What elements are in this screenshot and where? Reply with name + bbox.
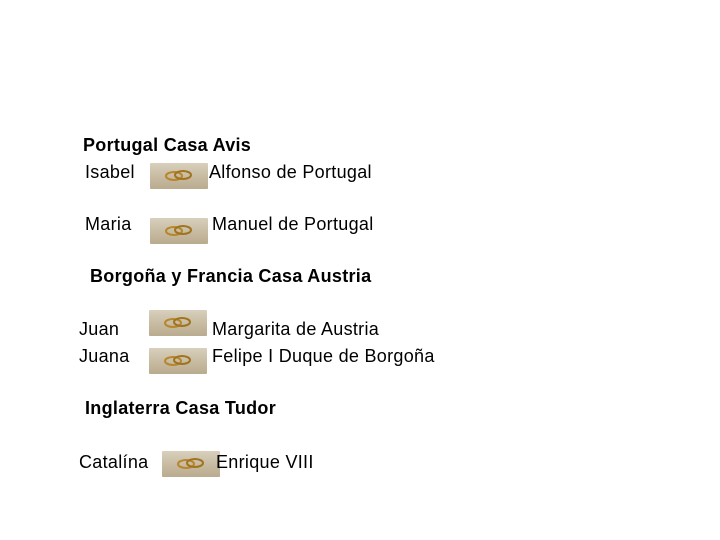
spouse-name-right: Alfonso de Portugal	[209, 162, 372, 182]
wedding-rings-icon	[149, 310, 207, 336]
heading-inglaterra: Inglaterra Casa Tudor	[85, 398, 277, 418]
wedding-rings-icon	[150, 163, 208, 189]
wedding-rings-icon	[162, 451, 220, 477]
spouse-name-left: Maria	[85, 214, 132, 234]
spouse-name-right: Enrique VIII	[216, 452, 314, 472]
wedding-rings-icon	[150, 218, 208, 244]
heading-borgona-francia: Borgoña y Francia Casa Austria	[90, 266, 372, 286]
wedding-rings-icon	[149, 348, 207, 374]
heading-portugal: Portugal Casa Avis	[83, 135, 252, 155]
spouse-name-left: Juana	[79, 346, 130, 366]
spouse-name-left: Juan	[79, 319, 120, 339]
spouse-name-right: Manuel de Portugal	[212, 214, 374, 234]
spouse-name-left: Catalína	[79, 452, 149, 472]
spouse-name-right: Margarita de Austria	[212, 319, 380, 339]
spouse-name-left: Isabel	[85, 162, 135, 182]
spouse-name-right: Felipe I Duque de Borgoña	[212, 346, 435, 366]
